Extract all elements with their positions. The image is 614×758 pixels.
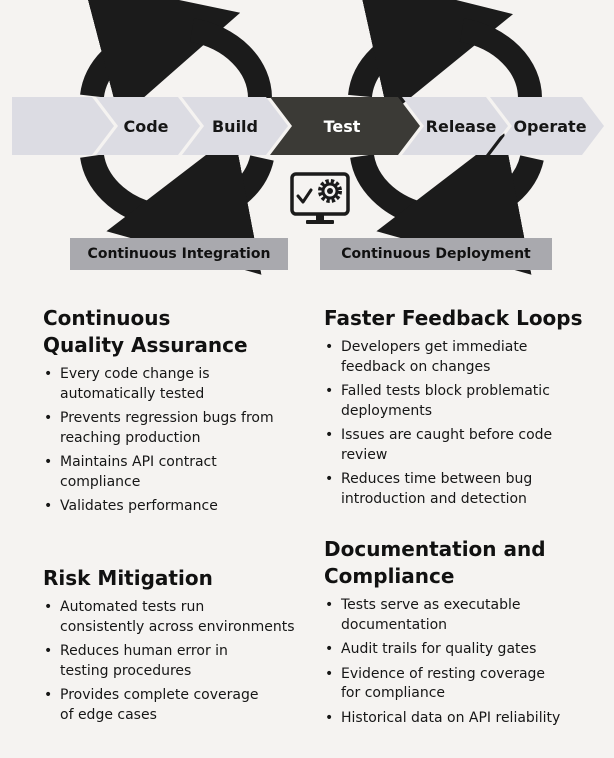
ci-loop-arc-top-right [189, 18, 272, 99]
item-line: consistently across environments [60, 618, 295, 635]
item-line: Audit trails for quality gates [341, 641, 537, 657]
bullet-list: Every code change is automatically tested… [43, 365, 305, 517]
item-line: reaching production [60, 429, 201, 446]
section-faster-feedback-loops: Faster Feedback Loops Developers get imm… [324, 305, 594, 514]
continuous-deployment-label: Continuous Deployment [320, 238, 552, 270]
list-item: Automated tests run consistently across e… [43, 598, 313, 637]
list-item: Provides complete coverage of edge cases [43, 686, 313, 725]
item-line: Tests serve as executable [341, 597, 521, 613]
list-item: Falled tests block problematic deployment… [324, 382, 594, 421]
item-line: compliance [60, 473, 141, 490]
list-item: Issues are caught before code review [324, 426, 594, 465]
list-item: Prevents regression bugs from reaching pr… [43, 409, 305, 448]
stage-operate-label: Operate [513, 117, 586, 136]
chevron-test [270, 97, 420, 155]
devops-pipeline-diagram: Code Build Test Release Operate [12, 0, 604, 275]
title-line-1: Continuous [43, 306, 171, 330]
section-documentation-and-compliance: Documentation and Compliance Tests serve… [324, 536, 594, 733]
item-line: Developers get immediate [341, 339, 528, 355]
ci-loop-arrow-bottom-right-icon [106, 133, 274, 275]
stage-release-label: Release [426, 117, 497, 136]
item-line: Prevents regression bugs from [60, 410, 274, 426]
item-line: Every code change is [60, 366, 210, 382]
item-line: Historical data on API reliability [341, 709, 561, 726]
pipeline-band: Code Build Test Release Operate [12, 97, 604, 155]
list-item: Developers get immediate feedback on chan… [324, 338, 594, 377]
item-line: introduction and detection [341, 490, 527, 507]
list-item: Evidence of resting coverage for complian… [324, 665, 594, 704]
item-line: review [341, 446, 388, 463]
list-item: Tests serve as executable documentation [324, 596, 594, 635]
stage-test-label: Test [324, 117, 361, 136]
stage-build-label: Build [212, 117, 258, 136]
section-title: Faster Feedback Loops [324, 306, 583, 330]
item-line: Issues are caught before code [341, 427, 553, 443]
list-item: Reduces human error in testing procedures [43, 642, 313, 681]
item-line: documentation [341, 616, 448, 633]
bullet-list: Automated tests run consistently across e… [43, 598, 313, 725]
stage-code-label: Code [123, 117, 168, 136]
list-item: Maintains API contract compliance [43, 453, 305, 492]
ci-loop-arc-bottom-left [80, 153, 154, 226]
title-line-2: Compliance [324, 564, 455, 588]
item-line: Reduces time between bug [341, 471, 533, 487]
title-line-2: Quality Assurance [43, 333, 248, 357]
item-line: Evidence of resting coverage [341, 665, 546, 682]
item-line: of edge cases [60, 706, 157, 723]
item-line: Provides complete coverage [60, 687, 259, 703]
chevron-release [402, 97, 508, 155]
chevron-build [182, 97, 288, 155]
item-line: Reduces human error in [60, 643, 228, 659]
chevron-start [12, 97, 114, 155]
section-title: Risk Mitigation [43, 566, 213, 590]
list-item: Validates performance [43, 497, 305, 517]
section-title: Continuous Quality Assurance [43, 305, 305, 359]
ci-loop-arrow-top-left-icon [80, 0, 241, 120]
chevron-code [96, 97, 200, 155]
section-continuous-quality-assurance: Continuous Quality Assurance Every code … [43, 305, 305, 522]
cd-loop-arc-top-right [459, 18, 542, 99]
monitor-gear-check-icon [290, 172, 350, 224]
item-line: deployments [341, 402, 433, 419]
ci-loop [80, 0, 274, 275]
item-line: Maintains API contract [60, 454, 217, 470]
item-line: automatically tested [60, 385, 205, 402]
item-line: for compliance [341, 685, 446, 701]
item-line: Automated tests run [60, 599, 205, 615]
bullet-list: Developers get immediate feedback on chan… [324, 338, 594, 509]
section-risk-mitigation: Risk Mitigation Automated tests run consi… [43, 565, 313, 730]
item-line: Validates performance [60, 498, 218, 514]
item-line: Falled tests block problematic [341, 383, 550, 399]
continuous-integration-label: Continuous Integration [70, 238, 288, 270]
cd-loop-arrow-bottom-right-icon [376, 133, 544, 275]
cd-loop-arc-bottom-left [350, 153, 424, 226]
list-item: Historical data on API reliability [324, 709, 594, 729]
cd-loop [348, 0, 544, 275]
list-item: Reduces time between bug introduction and… [324, 470, 594, 509]
list-item: Every code change is automatically tested [43, 365, 305, 404]
item-line: feedback on changes [341, 358, 491, 375]
section-title: Documentation and Compliance [324, 536, 594, 590]
bullet-list: Tests serve as executable documentation A… [324, 596, 594, 728]
cd-loop-arrow-top-left-icon [348, 0, 514, 116]
list-item: Audit trails for quality gates [324, 640, 594, 660]
title-line-1: Documentation and [324, 537, 546, 561]
chevron-operate [490, 97, 604, 155]
item-line: testing procedures [60, 662, 192, 679]
